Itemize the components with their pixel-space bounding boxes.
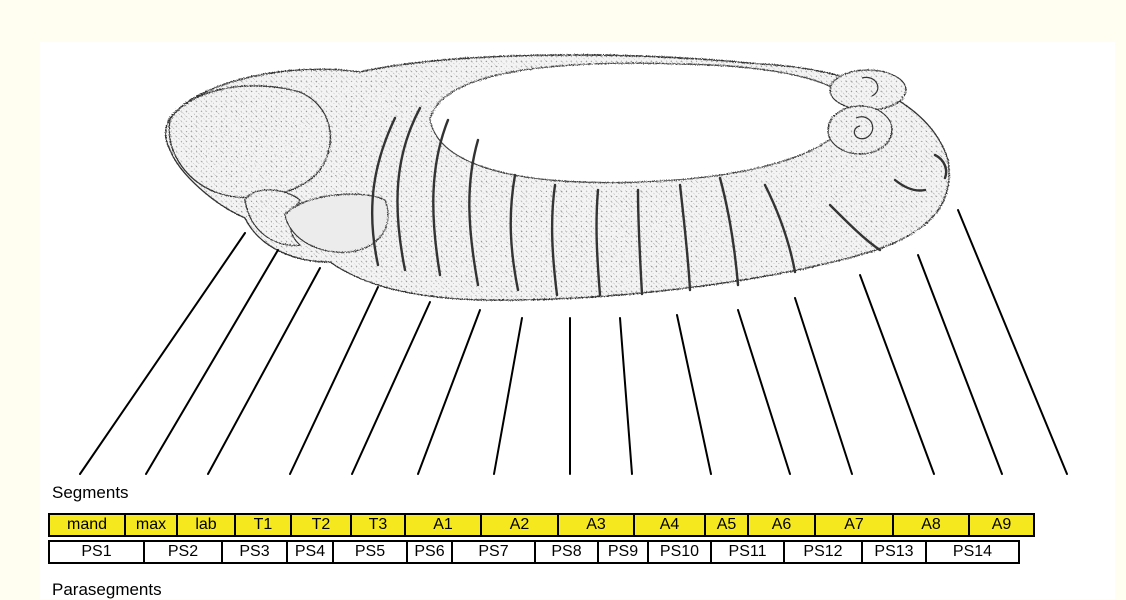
posterior-lobe-lower — [828, 106, 892, 154]
segment-cell: T2 — [290, 513, 352, 537]
parasegment-row: PS1 PS2 PS3 PS4 PS5 PS6 PS7 PS8 PS9 PS10… — [48, 540, 1106, 564]
segment-cell: A7 — [814, 513, 894, 537]
segment-cell: A3 — [557, 513, 635, 537]
parasegment-cell: PS4 — [286, 540, 334, 564]
parasegment-cell: PS6 — [406, 540, 453, 564]
parasegment-cell: PS5 — [332, 540, 408, 564]
segment-cell: A6 — [747, 513, 816, 537]
segments-heading: Segments — [52, 483, 129, 503]
parasegment-cell: PS10 — [647, 540, 712, 564]
parasegment-cell: PS13 — [861, 540, 927, 564]
parasegment-cell: PS2 — [143, 540, 223, 564]
parasegment-cell: PS12 — [783, 540, 863, 564]
segment-cell: A9 — [968, 513, 1035, 537]
parasegment-cell: PS7 — [451, 540, 536, 564]
parasegments-heading: Parasegments — [52, 580, 162, 600]
segment-cell: max — [124, 513, 178, 537]
segment-cell: lab — [176, 513, 236, 537]
segment-cell: T1 — [234, 513, 292, 537]
segment-cell: A5 — [704, 513, 749, 537]
segment-cell: A8 — [892, 513, 970, 537]
segment-cell: A2 — [480, 513, 559, 537]
parasegment-cell: PS8 — [534, 540, 599, 564]
segment-row: mand max lab T1 T2 T3 A1 A2 A3 A4 A5 A6 … — [48, 513, 1106, 537]
parasegment-cell: PS3 — [221, 540, 288, 564]
parasegment-cell: PS11 — [710, 540, 785, 564]
segment-cell: A1 — [404, 513, 482, 537]
posterior-lobe-upper — [830, 70, 906, 110]
segment-cell: T3 — [350, 513, 406, 537]
segment-cell: A4 — [633, 513, 706, 537]
parasegment-cell: PS1 — [48, 540, 145, 564]
parasegment-cell: PS14 — [925, 540, 1020, 564]
segment-cell: mand — [48, 513, 126, 537]
parasegment-cell: PS9 — [597, 540, 649, 564]
